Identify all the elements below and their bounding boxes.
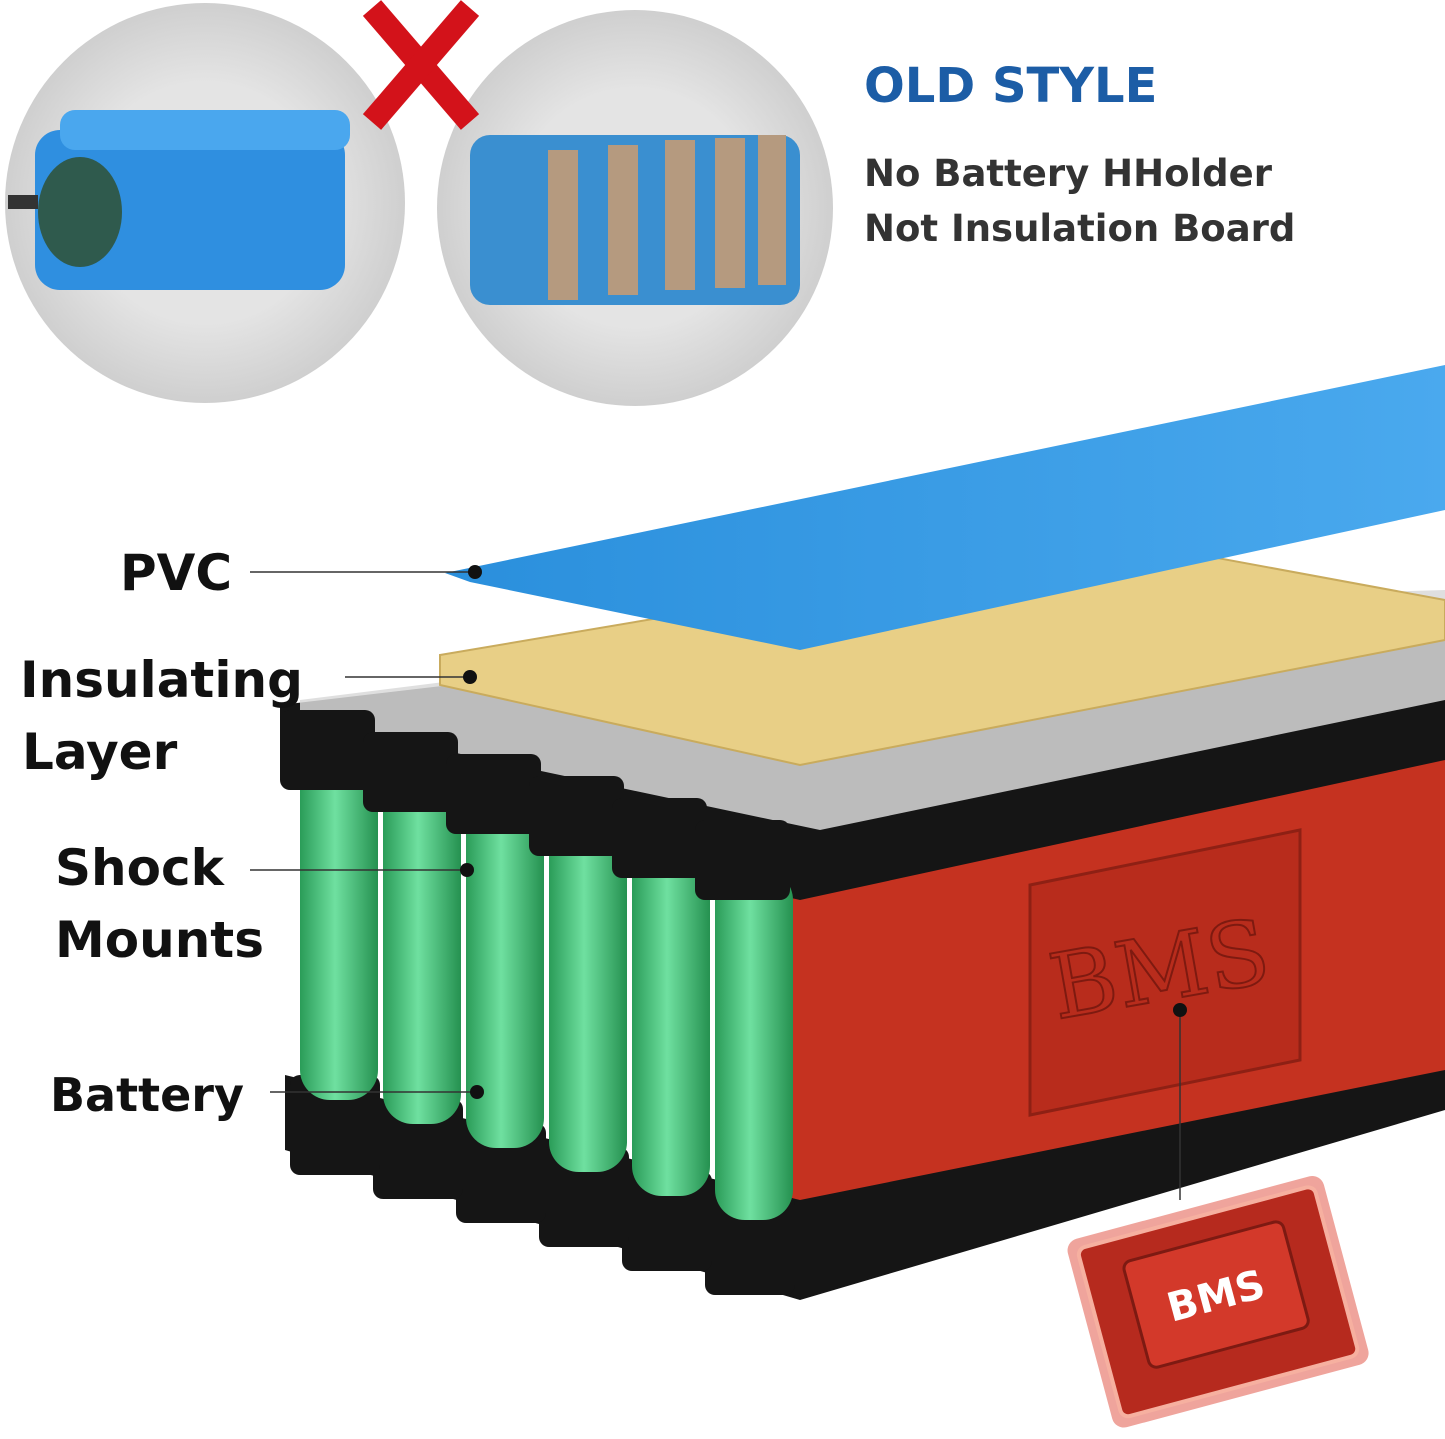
shock-mount <box>695 820 790 900</box>
shock-mount <box>373 1099 463 1199</box>
shock-mount <box>612 798 707 878</box>
battery-cell <box>466 804 544 1148</box>
shock-mount <box>539 1147 629 1247</box>
leader-lines <box>250 571 1181 1200</box>
bms-chip: BMS <box>1067 1175 1369 1428</box>
leader-dots <box>460 565 1187 1099</box>
shock-mount <box>280 710 375 790</box>
shock-mount <box>456 1123 546 1223</box>
label-layer: Layer <box>22 723 178 781</box>
label-battery: Battery <box>50 1068 244 1122</box>
old-style-line-2: Not Insulation Board <box>864 207 1296 250</box>
battery-cell <box>715 870 793 1220</box>
label-insulating: Insulating <box>20 651 303 709</box>
battery-cells <box>280 710 795 1295</box>
battery-cell <box>300 760 378 1100</box>
old-style-title: OLD STYLE <box>864 58 1158 114</box>
pvc-sheet <box>445 365 1445 650</box>
shock-mount <box>705 1195 795 1295</box>
label-pvc: PVC <box>120 544 233 602</box>
battery-cell <box>549 826 627 1172</box>
label-shock: Shock <box>55 839 224 897</box>
old-style-cells-photo <box>437 10 833 406</box>
shock-mount <box>529 776 624 856</box>
battery-cell <box>632 848 710 1196</box>
shock-mount <box>446 754 541 834</box>
battery-cell <box>383 782 461 1124</box>
reject-x-icon <box>362 0 480 130</box>
label-mounts: Mounts <box>55 911 264 969</box>
old-style-line-1: No Battery HHolder <box>864 152 1273 195</box>
shock-mount <box>622 1171 712 1271</box>
shock-mount <box>290 1075 380 1175</box>
old-style-pack-photo <box>5 3 405 403</box>
shock-mount <box>363 732 458 812</box>
